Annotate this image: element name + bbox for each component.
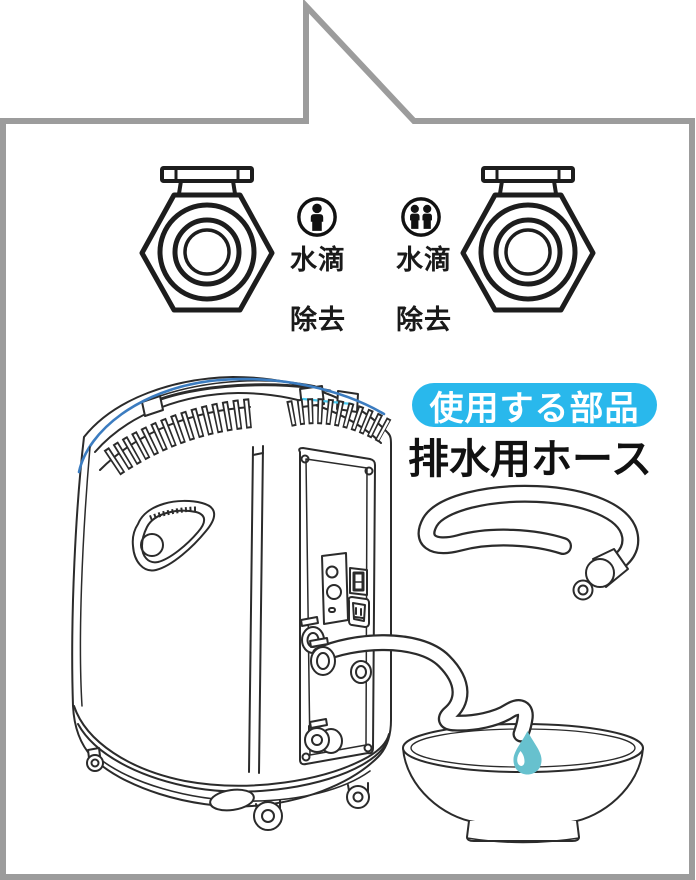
bowl-illustration xyxy=(402,723,644,844)
two-persons-icon xyxy=(400,196,442,243)
power-inlet xyxy=(347,596,370,628)
handle-recess xyxy=(131,499,216,572)
drain-hose-connected xyxy=(309,634,534,743)
drain-hose-part-illustration xyxy=(417,484,640,601)
power-switch xyxy=(349,567,368,596)
part-name-label: 排水用ホース xyxy=(408,436,652,482)
lid-accent-line xyxy=(77,377,386,474)
bottom-drain-cap xyxy=(304,718,343,754)
single-user-caption: 水滴 除去 xyxy=(272,245,364,335)
hose-end-fitting xyxy=(572,548,629,601)
caster-center xyxy=(209,788,283,831)
caption-line: 水滴 xyxy=(290,245,346,275)
parts-used-badge: 使用する部品 xyxy=(412,383,657,428)
person-icon xyxy=(296,196,338,243)
caption-line: 水滴 xyxy=(396,245,452,275)
caption-line: 除去 xyxy=(290,305,346,335)
caster-right xyxy=(346,782,370,809)
caster-left xyxy=(86,747,104,772)
double-user-caption: 水滴 除去 xyxy=(378,245,470,335)
caption-line: 除去 xyxy=(396,305,452,335)
water-droplet xyxy=(513,731,542,775)
parts-used-badge-label: 使用する部品 xyxy=(429,389,640,428)
hose-fitting-side xyxy=(350,660,372,684)
vent-slots-right xyxy=(286,398,392,443)
control-plate xyxy=(321,552,349,625)
appliance-illustration xyxy=(71,376,392,831)
vent-slots-left xyxy=(103,398,255,476)
